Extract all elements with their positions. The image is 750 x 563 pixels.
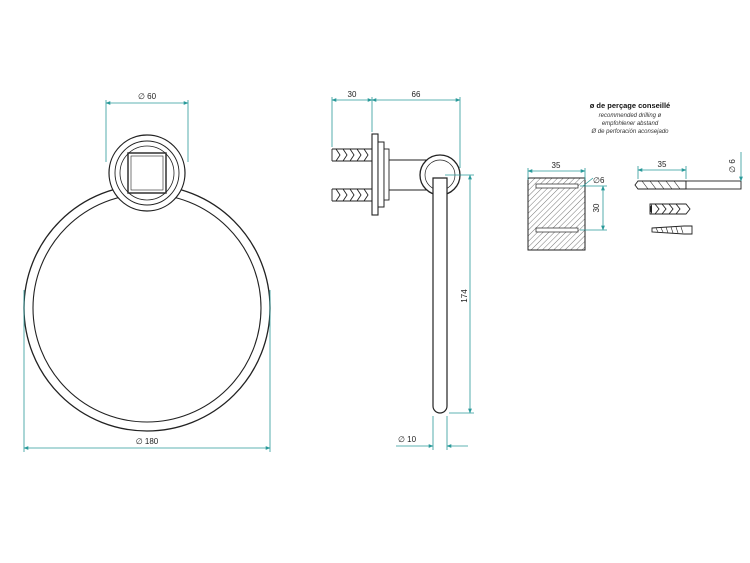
drill-bit-fluted [634,180,687,190]
drilling-line-1: recommended drilling ø [599,113,662,119]
plug-lower [331,188,372,202]
drill-bit: 35 ∅ 6 [634,152,743,190]
dim-hole-spacing: 30 [592,203,601,212]
front-dimensions: ∅ 60 ∅ 180 [23,92,271,452]
hole-lower [535,227,579,233]
flange-collar [383,148,390,201]
wall-plug-detail [649,203,691,215]
flange-step [377,141,385,208]
drilling-legend: ø de perçage conseillé recommended drill… [590,101,670,135]
dim-drill-length: 35 [658,160,667,169]
side-dimensions: 30 66 174 ∅ 10 [331,90,474,450]
base-block [127,152,167,194]
dim-block-width: 35 [552,161,561,170]
dim-projection: 66 [412,90,421,99]
ring-rod [432,177,448,414]
drilling-line-2: empfohlener abstand [602,121,659,127]
base-block-inner [130,155,164,191]
hole-upper [535,183,579,189]
plug-upper [331,148,372,162]
base-cap [119,145,175,201]
drilling-template: 35 ∅6 30 [527,161,607,251]
drilling-title: ø de perçage conseillé [590,101,670,110]
dim-ring-drop: 174 [460,289,469,303]
side-view [331,133,461,414]
dim-base-diameter: ∅ 60 [138,92,157,101]
base-inner [114,140,180,206]
ring-outer [23,184,271,432]
front-view [23,134,271,432]
support-arm [389,159,432,191]
drill-bit-shank [685,180,742,190]
dim-ring-diameter: ∅ 180 [136,437,159,446]
dim-drill-diameter: ∅ 6 [728,159,737,173]
template-block [527,177,586,251]
dim-mount-depth: 30 [348,90,357,99]
dim-rod-diameter: ∅ 10 [398,435,417,444]
drilling-line-3: Ø de perforación aconsejado [590,129,669,135]
dim-hole-diameter: ∅6 [593,176,605,185]
ring-inner [32,193,262,423]
wall-flange [371,133,379,216]
screw-detail [651,225,693,235]
